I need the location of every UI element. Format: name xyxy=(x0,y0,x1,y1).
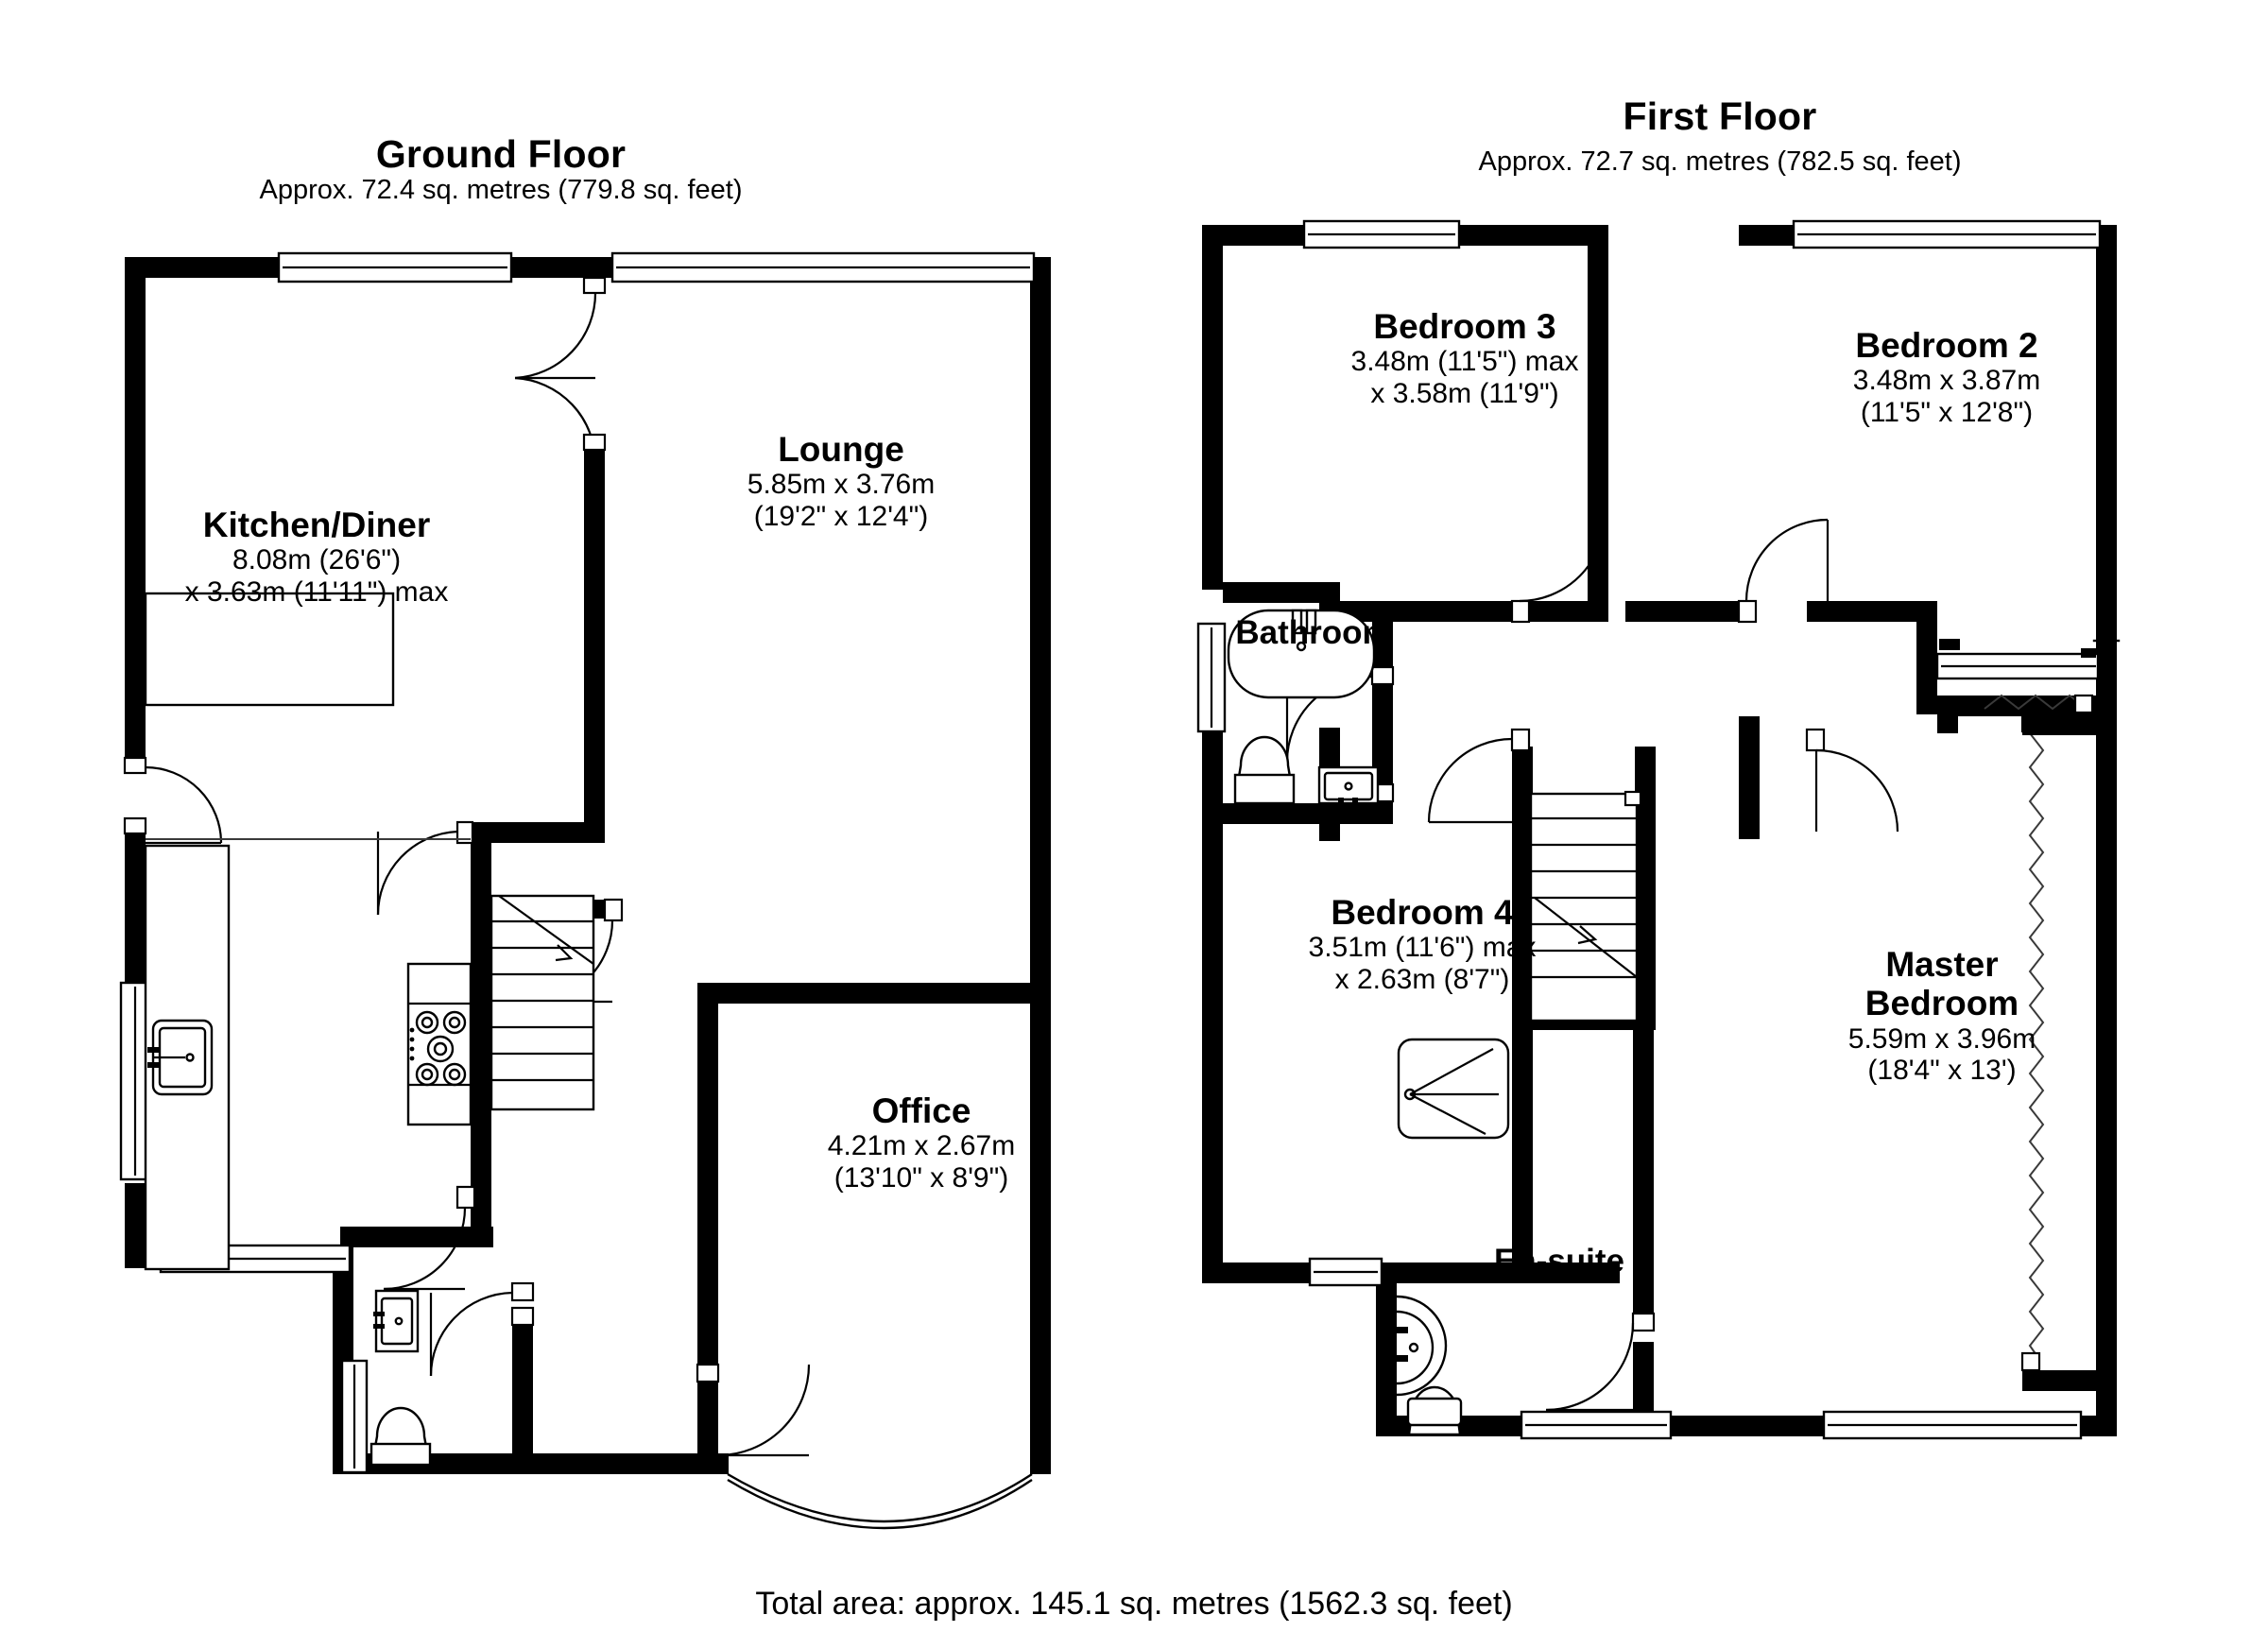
room-label-office: Office 4.21m x 2.67m (13'10" x 8'9") xyxy=(732,1091,1110,1194)
first-windows xyxy=(1196,219,2121,1440)
first-doors xyxy=(1285,515,2096,1412)
room-dim-1: 4.21m x 2.67m xyxy=(827,1130,1016,1162)
front-bay-window xyxy=(727,1472,1033,1530)
room-dim-1: 5.59m x 3.96m xyxy=(1847,1022,2036,1055)
kitchen-hob-icon xyxy=(406,962,472,1126)
room-name: Office xyxy=(871,1091,971,1130)
room-dim-1: 3.51m (11'6") max xyxy=(1308,932,1537,964)
bathtub-icon xyxy=(1227,609,1376,699)
ground-windows xyxy=(119,251,1036,1474)
bathroom-fittings xyxy=(1227,609,1380,811)
ground-floor-plan xyxy=(119,251,1051,1530)
ground-floor-area: Approx. 72.4 sq. metres (779.8 sq. feet) xyxy=(259,175,743,205)
kitchen-units xyxy=(144,592,472,1271)
ground-interior-walls xyxy=(340,444,718,1474)
room-name-line-1: Master xyxy=(1885,945,1999,984)
bathroom-toilet-icon xyxy=(1233,735,1296,805)
ensuite-basin-icon xyxy=(1391,1295,1448,1397)
room-dim-1: 5.85m x 3.76m xyxy=(747,469,936,501)
room-dim-1: 8.08m (26'6") xyxy=(232,544,402,576)
room-name: En-suite xyxy=(1493,1243,1625,1280)
bathroom-basin-icon xyxy=(1317,765,1380,811)
room-label-kitchen-diner: Kitchen/Diner 8.08m (26'6") x 3.63m (11'… xyxy=(109,506,524,609)
ground-doors xyxy=(123,276,811,1457)
room-name: Bathroom xyxy=(1235,614,1392,651)
shower-icon xyxy=(1397,1038,1510,1140)
first-floor-title: First Floor xyxy=(1623,94,1817,138)
room-name: Lounge xyxy=(778,430,904,469)
room-dim-2: (13'10" x 8'9") xyxy=(833,1162,1009,1194)
first-exterior-walls xyxy=(1202,225,2117,1436)
room-label-master-bedroom: Master Bedroom 5.59m x 3.96m (18'4" x 13… xyxy=(1744,945,2140,1087)
room-label-lounge: Lounge 5.85m x 3.76m (19'2" x 12'4") xyxy=(652,430,1030,533)
room-dim-1: 3.48m x 3.87m xyxy=(1852,365,2041,397)
wc-basin-icon xyxy=(373,1289,420,1353)
room-label-bathroom: Bathroom xyxy=(1200,614,1427,651)
ground-staircase xyxy=(490,894,595,1111)
kitchen-sink-icon xyxy=(147,1019,214,1096)
room-dim-2: (11'5" x 12'8") xyxy=(1860,397,2034,429)
room-name-line-2: Bedroom xyxy=(1864,984,2019,1023)
total-area-text: Total area: approx. 145.1 sq. metres (15… xyxy=(755,1586,1513,1622)
first-floor-plan xyxy=(1196,219,2121,1440)
first-floor-area: Approx. 72.7 sq. metres (782.5 sq. feet) xyxy=(1478,146,1962,177)
room-name: Bedroom 4 xyxy=(1331,893,1514,932)
room-dim-2: (19'2" x 12'4") xyxy=(753,501,929,533)
master-eaves-hatch xyxy=(1984,694,2098,1391)
room-name: Kitchen/Diner xyxy=(202,506,431,544)
ensuite-toilet-icon xyxy=(1406,1385,1463,1436)
room-name: Bedroom 2 xyxy=(1855,326,2038,365)
room-dim-2: (18'4" x 13') xyxy=(1867,1055,2017,1087)
room-dim-2: x 3.63m (11'11") max xyxy=(184,576,449,609)
wc-toilet-icon xyxy=(369,1406,432,1467)
room-label-bedroom-4: Bedroom 4 3.51m (11'6") max x 2.63m (8'7… xyxy=(1224,893,1621,996)
room-dim-2: x 2.63m (8'7") xyxy=(1334,964,1510,996)
wc-fittings xyxy=(369,1289,432,1467)
room-dim-2: x 3.58m (11'9") xyxy=(1370,378,1559,410)
first-staircase xyxy=(1529,790,1642,1022)
ground-floor-title: Ground Floor xyxy=(375,132,627,176)
room-label-ensuite: En-suite xyxy=(1455,1243,1663,1280)
room-label-bedroom-3: Bedroom 3 3.48m (11'5") max x 3.58m (11'… xyxy=(1266,307,1663,410)
room-dim-1: 3.48m (11'5") max xyxy=(1350,346,1579,378)
room-name: Bedroom 3 xyxy=(1373,307,1556,346)
room-label-bedroom-2: Bedroom 2 3.48m x 3.87m (11'5" x 12'8") xyxy=(1748,326,2145,429)
ensuite-fittings xyxy=(1391,1038,1510,1436)
